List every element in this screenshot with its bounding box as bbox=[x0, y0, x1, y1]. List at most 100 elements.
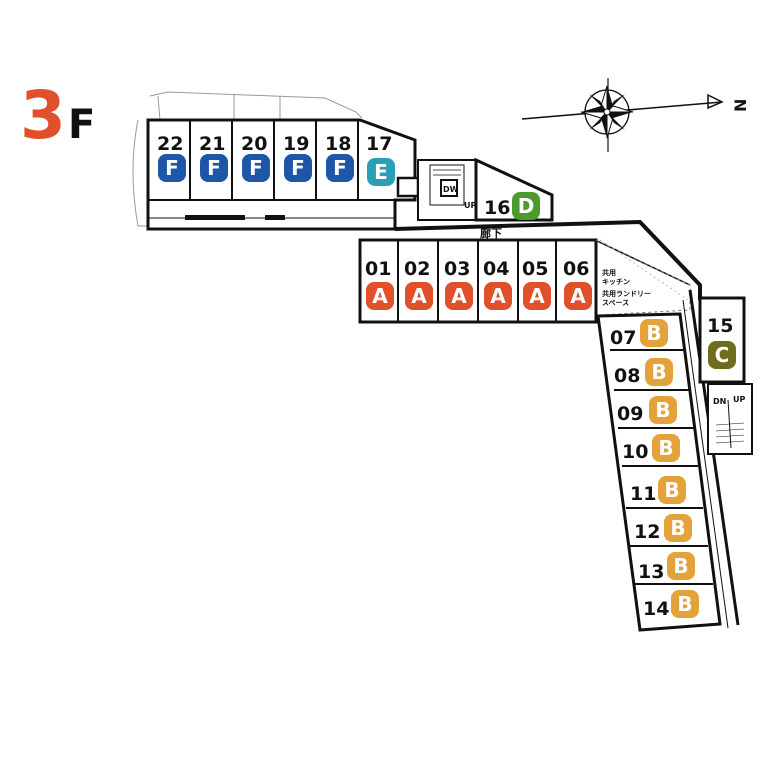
room-type-badge-07 bbox=[640, 319, 668, 347]
room-type-badge-04 bbox=[484, 282, 512, 310]
room-type-badge-11 bbox=[658, 476, 686, 504]
room-type-badge-06 bbox=[564, 282, 592, 310]
room-18: 18F bbox=[325, 133, 354, 182]
room-03: 03A bbox=[444, 258, 473, 310]
room-type-letter-21: F bbox=[207, 156, 221, 180]
room-type-letter-15: C bbox=[715, 343, 730, 367]
room-13: 13 B bbox=[638, 552, 695, 583]
room-number-09: 09 bbox=[617, 403, 643, 425]
room-type-letter-05: A bbox=[529, 284, 545, 308]
room-type-badge-21 bbox=[200, 154, 228, 182]
room-11: 11 B bbox=[630, 476, 686, 505]
room-08: 08 B bbox=[614, 358, 673, 387]
room-16: 16 D bbox=[484, 192, 540, 220]
floor-number: 3 bbox=[20, 77, 66, 154]
room-19: 19F bbox=[283, 133, 312, 182]
room-type-badge-16 bbox=[512, 192, 540, 220]
compass-north-label: N bbox=[731, 99, 750, 112]
room-14: 14 B bbox=[643, 590, 699, 620]
room-type-badge-02 bbox=[405, 282, 433, 310]
room-type-letter-17: E bbox=[374, 160, 388, 184]
room-09: 09 B bbox=[617, 396, 677, 425]
room-type-badge-22 bbox=[158, 154, 186, 182]
room-number-04: 04 bbox=[483, 258, 509, 280]
room-number-16: 16 bbox=[484, 197, 510, 219]
room-22: 22F bbox=[157, 133, 186, 182]
room-17: 17E bbox=[366, 133, 395, 186]
room-15: 15C bbox=[707, 315, 736, 369]
stair-dw-label: DW bbox=[443, 185, 459, 194]
room-type-letter-07: B bbox=[646, 321, 661, 345]
room-type-badge-15 bbox=[708, 341, 736, 369]
room-number-12: 12 bbox=[634, 521, 660, 543]
room-type-letter-08: B bbox=[651, 360, 666, 384]
room-number-07: 07 bbox=[610, 327, 636, 349]
room-type-badge-03 bbox=[445, 282, 473, 310]
room-type-letter-11: B bbox=[664, 478, 679, 502]
room-number-05: 05 bbox=[522, 258, 548, 280]
room-type-badge-10 bbox=[652, 434, 680, 462]
room-type-badge-05 bbox=[523, 282, 551, 310]
room-number-13: 13 bbox=[638, 561, 664, 583]
room-type-letter-06: A bbox=[570, 284, 586, 308]
room-type-letter-18: F bbox=[333, 156, 347, 180]
room-10: 10 B bbox=[622, 434, 680, 463]
room-07: 07 B bbox=[610, 319, 668, 349]
room-type-letter-10: B bbox=[658, 436, 673, 460]
room-05: 05A bbox=[522, 258, 551, 310]
room-type-letter-13: B bbox=[673, 554, 688, 578]
room-number-19: 19 bbox=[283, 133, 309, 155]
room-type-letter-09: B bbox=[655, 398, 670, 422]
room-type-letter-03: A bbox=[451, 284, 467, 308]
stair-dn-label: DN bbox=[713, 397, 726, 406]
room-type-badge-01 bbox=[366, 282, 394, 310]
room-type-letter-16: D bbox=[518, 194, 535, 218]
room-type-badge-20 bbox=[242, 154, 270, 182]
floor-letter: F bbox=[68, 102, 95, 148]
corridor-label: 廊下 bbox=[480, 226, 502, 240]
room-06: 06A bbox=[563, 258, 592, 310]
room-number-17: 17 bbox=[366, 133, 392, 155]
shared-laundry-label-1: 共用ランドリー bbox=[602, 289, 651, 298]
room-type-badge-17 bbox=[367, 158, 395, 186]
shared-kitchen-label-2: キッチン bbox=[602, 278, 630, 286]
room-number-20: 20 bbox=[241, 133, 267, 155]
room-number-03: 03 bbox=[444, 258, 470, 280]
stair-up-label: UP bbox=[464, 201, 476, 210]
room-type-letter-04: A bbox=[490, 284, 506, 308]
room-type-badge-19 bbox=[284, 154, 312, 182]
room-type-badge-09 bbox=[649, 396, 677, 424]
room-number-21: 21 bbox=[199, 133, 225, 155]
room-number-10: 10 bbox=[622, 441, 648, 463]
room-20: 20F bbox=[241, 133, 270, 182]
compass-icon bbox=[521, 78, 724, 152]
room-number-22: 22 bbox=[157, 133, 183, 155]
room-number-18: 18 bbox=[325, 133, 351, 155]
room-type-badge-18 bbox=[326, 154, 354, 182]
shared-kitchen-label-1: 共用 bbox=[602, 268, 616, 277]
room-type-badge-13 bbox=[667, 552, 695, 580]
room-number-08: 08 bbox=[614, 365, 640, 387]
room-01: 01A bbox=[365, 258, 394, 310]
room-type-letter-20: F bbox=[249, 156, 263, 180]
room-number-02: 02 bbox=[404, 258, 430, 280]
room-number-01: 01 bbox=[365, 258, 391, 280]
room-type-badge-08 bbox=[645, 358, 673, 386]
room-number-14: 14 bbox=[643, 598, 669, 620]
room-type-letter-01: A bbox=[372, 284, 388, 308]
room-type-letter-12: B bbox=[670, 516, 685, 540]
room-12: 12 B bbox=[634, 514, 692, 543]
room-number-11: 11 bbox=[630, 483, 656, 505]
room-02: 02A bbox=[404, 258, 433, 310]
room-type-letter-19: F bbox=[291, 156, 305, 180]
room-type-letter-02: A bbox=[411, 284, 427, 308]
room-04: 04A bbox=[483, 258, 512, 310]
shared-laundry-label-2: スペース bbox=[602, 299, 629, 307]
room-type-badge-14 bbox=[671, 590, 699, 618]
room-type-letter-22: F bbox=[165, 156, 179, 180]
room-type-letter-14: B bbox=[677, 592, 692, 616]
room-21: 21F bbox=[199, 133, 228, 182]
